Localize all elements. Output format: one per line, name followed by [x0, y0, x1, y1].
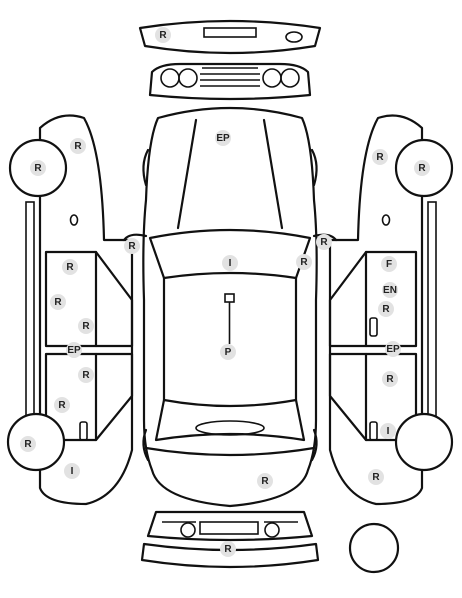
damage-marker[interactable]: R [54, 397, 70, 413]
damage-marker[interactable]: R [378, 301, 394, 317]
damage-markers: R EP R R R R I R R P R R R R EP R R I R R F EN R EP R I R R [20, 27, 430, 557]
damage-marker-label: EN [383, 285, 397, 296]
damage-marker-badge [215, 130, 231, 146]
damage-marker-badge [62, 259, 78, 275]
car-top-view [122, 106, 338, 508]
damage-marker-badge [222, 255, 238, 271]
damage-marker-badge [54, 397, 70, 413]
damage-marker[interactable]: EP [215, 130, 231, 146]
damage-marker-badge [368, 469, 384, 485]
damage-marker-badge [380, 423, 396, 439]
damage-marker[interactable]: R [62, 259, 78, 275]
damage-marker[interactable]: R [20, 436, 36, 452]
damage-marker[interactable]: R [414, 160, 430, 176]
damage-marker-label: R [386, 374, 394, 385]
front-grille [148, 62, 312, 101]
damage-marker-badge [66, 342, 82, 358]
damage-marker-label: R [54, 297, 62, 308]
damage-marker[interactable]: R [382, 371, 398, 387]
damage-marker[interactable]: R [316, 234, 332, 250]
damage-marker[interactable]: F [381, 256, 397, 272]
damage-marker-label: R [376, 152, 384, 163]
damage-marker-badge [378, 301, 394, 317]
damage-marker-badge [124, 238, 140, 254]
damage-marker-label: R [418, 163, 426, 174]
damage-marker[interactable]: R [155, 27, 171, 43]
front-bumper [138, 19, 322, 55]
damage-marker-badge [382, 282, 398, 298]
damage-marker[interactable]: EN [382, 282, 398, 298]
damage-marker-label: R [261, 476, 269, 487]
damage-marker-label: EP [216, 133, 230, 144]
damage-marker-label: R [159, 30, 167, 41]
damage-marker[interactable]: R [78, 367, 94, 383]
rear-lights [146, 510, 314, 542]
damage-marker-label: F [386, 259, 392, 270]
damage-marker-label: R [82, 321, 90, 332]
damage-marker[interactable]: R [368, 469, 384, 485]
damage-marker-badge [382, 371, 398, 387]
damage-marker[interactable]: R [220, 541, 236, 557]
damage-marker-badge [78, 367, 94, 383]
damage-marker[interactable]: I [222, 255, 238, 271]
damage-marker-label: R [74, 141, 82, 152]
spare-circle [348, 522, 400, 574]
damage-marker-label: R [58, 400, 66, 411]
damage-marker[interactable]: EP [66, 342, 82, 358]
damage-marker-badge [220, 344, 236, 360]
damage-marker-label: I [387, 426, 390, 437]
damage-marker-label: R [382, 304, 390, 315]
damage-marker-badge [414, 160, 430, 176]
damage-marker-badge [70, 138, 86, 154]
damage-marker-badge [381, 256, 397, 272]
damage-marker-label: R [128, 241, 136, 252]
damage-marker[interactable]: I [64, 463, 80, 479]
damage-marker-label: R [66, 262, 74, 273]
damage-marker-label: R [224, 544, 232, 555]
damage-marker-label: P [225, 347, 232, 358]
damage-marker[interactable]: R [50, 294, 66, 310]
damage-marker[interactable]: R [372, 149, 388, 165]
damage-marker-badge [385, 341, 401, 357]
damage-marker[interactable]: EP [385, 341, 401, 357]
damage-marker-badge [296, 254, 312, 270]
damage-marker-badge [316, 234, 332, 250]
damage-marker-label: R [320, 237, 328, 248]
damage-marker-label: I [71, 466, 74, 477]
right-side-view [328, 114, 454, 506]
damage-marker-badge [30, 160, 46, 176]
damage-marker-label: R [82, 370, 90, 381]
damage-marker-label: R [24, 439, 32, 450]
damage-marker[interactable]: R [124, 238, 140, 254]
damage-marker[interactable]: R [296, 254, 312, 270]
damage-marker-badge [20, 436, 36, 452]
damage-marker[interactable]: I [380, 423, 396, 439]
damage-marker-badge [64, 463, 80, 479]
damage-marker-label: R [300, 257, 308, 268]
damage-marker[interactable]: P [220, 344, 236, 360]
damage-marker-badge [50, 294, 66, 310]
damage-marker-label: I [229, 258, 232, 269]
damage-marker-badge [372, 149, 388, 165]
damage-marker-badge [155, 27, 171, 43]
damage-marker[interactable]: R [70, 138, 86, 154]
damage-marker-label: EP [67, 345, 81, 356]
damage-marker-badge [257, 473, 273, 489]
damage-marker-badge [78, 318, 94, 334]
damage-marker-label: EP [386, 344, 400, 355]
damage-marker[interactable]: R [78, 318, 94, 334]
damage-marker-badge [220, 541, 236, 557]
damage-marker-label: R [34, 163, 42, 174]
damage-marker[interactable]: R [257, 473, 273, 489]
damage-marker-label: R [372, 472, 380, 483]
damage-marker[interactable]: R [30, 160, 46, 176]
